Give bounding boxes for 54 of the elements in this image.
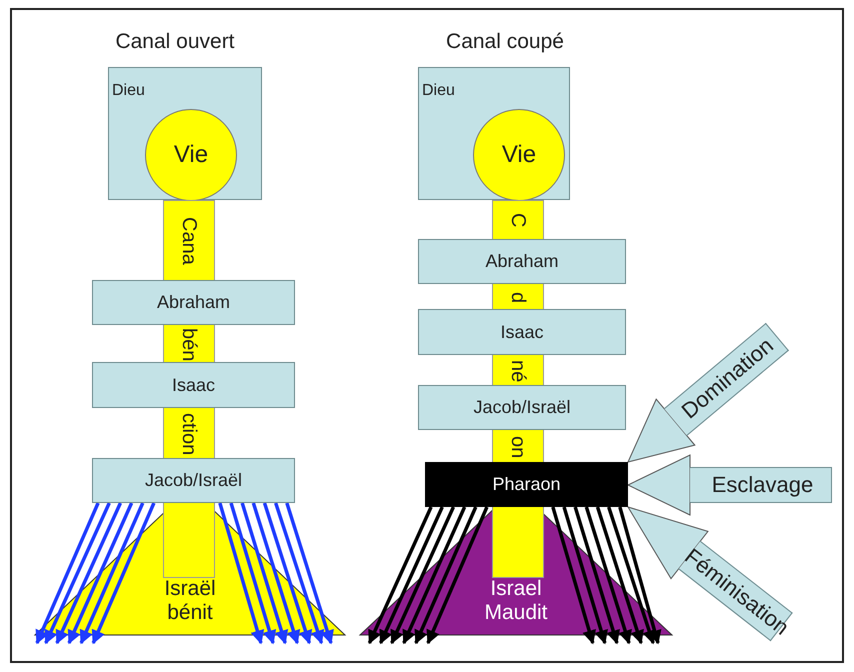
channel-label: Cana [178, 217, 200, 265]
arrow [574, 506, 620, 644]
node-label: Israël bénit [163, 577, 217, 625]
panel-title: Canal coupé [445, 30, 565, 54]
name-box: Isaac [418, 309, 626, 355]
arrow [618, 506, 662, 644]
channel-label: ction [178, 412, 200, 456]
node-label: Dieu [112, 82, 145, 100]
block-arrow-head [628, 506, 708, 580]
arrow [262, 502, 312, 644]
arrow [92, 502, 156, 644]
arrow [562, 506, 608, 644]
god-box [418, 67, 570, 200]
god-box [108, 67, 262, 200]
arrow [596, 506, 644, 644]
arrow [414, 506, 478, 644]
channel-label: C [507, 213, 529, 228]
arrow [584, 506, 632, 644]
name-box: Isaac [92, 362, 295, 408]
name-box: Jacob/Israël [418, 385, 626, 430]
arrow [229, 502, 276, 644]
arrow [252, 502, 300, 644]
arrow [80, 502, 144, 644]
block-arrow-head [628, 454, 690, 516]
panel-title: Canal ouvert [114, 30, 236, 54]
arrow [368, 506, 433, 644]
channel-label: d [507, 292, 529, 304]
arrow [55, 502, 122, 644]
arrow [379, 506, 444, 644]
node-label: Dieu [422, 82, 455, 100]
pharaoh-box: Pharaon [425, 462, 628, 507]
arrow [274, 502, 324, 644]
node-label: Israel Maudit [483, 577, 549, 625]
arrow [67, 502, 134, 644]
block-arrow-head [628, 398, 696, 462]
name-box: Abraham [92, 280, 295, 325]
arrow [240, 502, 288, 644]
arrow [218, 502, 264, 644]
arrow [402, 506, 466, 644]
arrow-body: Esclavage [690, 467, 832, 503]
name-box: Jacob/Israël [92, 458, 295, 503]
name-box: Abraham [418, 239, 626, 284]
life-circle: Vie [473, 109, 565, 201]
channel-label: né [507, 360, 529, 382]
arrow [44, 502, 111, 644]
channel-label: bén [178, 328, 200, 362]
life-circle: Vie [145, 109, 237, 201]
arrow [285, 502, 334, 644]
arrow [390, 506, 456, 644]
channel-label: on [507, 436, 529, 458]
arrow [551, 506, 596, 644]
arrow [426, 506, 489, 644]
arrow [607, 506, 656, 644]
arrow [35, 502, 100, 644]
